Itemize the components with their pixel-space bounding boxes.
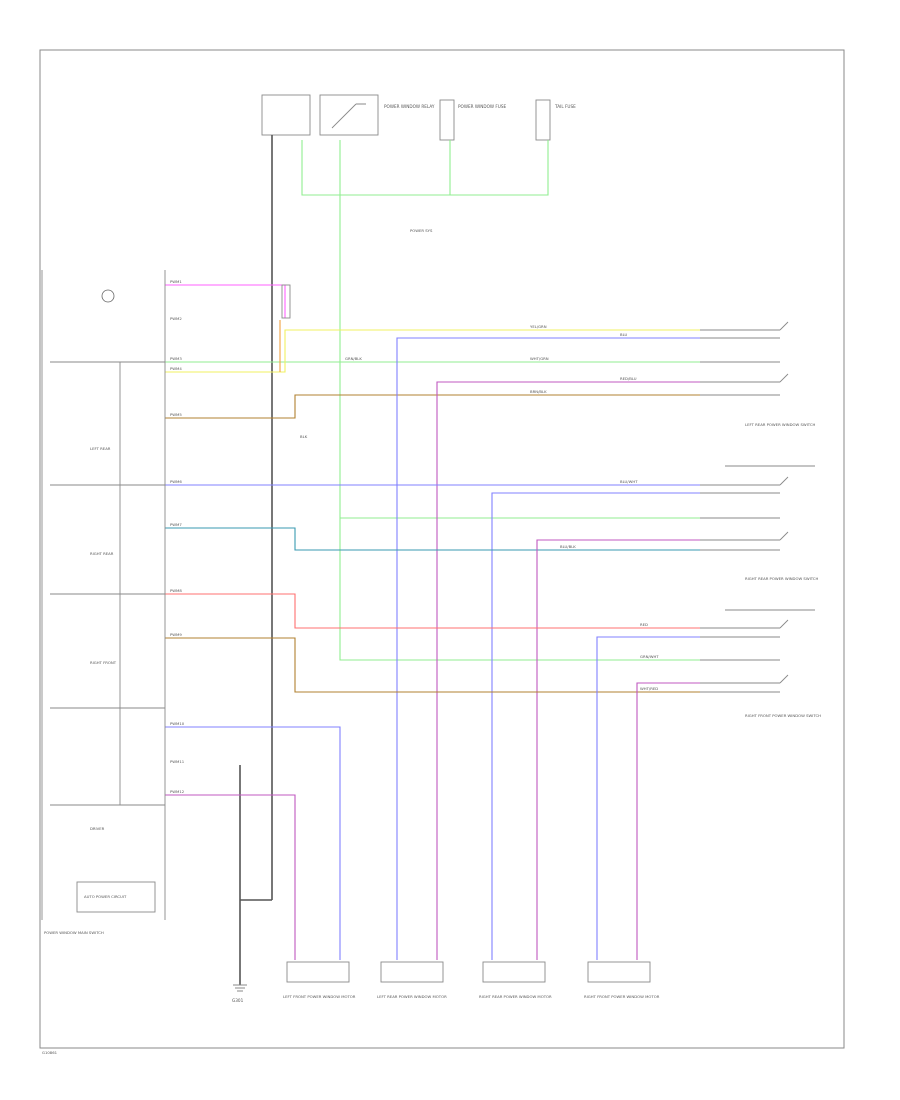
- wire-label: BRN/BLK: [530, 389, 547, 394]
- motor-box-rr[interactable]: [482, 961, 546, 983]
- relay-box[interactable]: [319, 94, 379, 136]
- sw-name-rr: RIGHT REAR: [90, 551, 114, 556]
- motor-lr-label: LEFT REAR POWER WINDOW MOTOR: [377, 994, 447, 999]
- sub-switch-rr[interactable]: [700, 476, 789, 551]
- wire-label: WHT/GRN: [530, 356, 549, 361]
- fuse-block-a[interactable]: [439, 99, 455, 141]
- brown-lr: [165, 394, 700, 419]
- sub-switch-lr[interactable]: [700, 321, 789, 396]
- green-feed: [301, 140, 700, 661]
- sw-pin-label: PWM6: [170, 479, 182, 484]
- wire-label: RED: [640, 622, 648, 627]
- switch-block-label: POWER WINDOW MAIN SWITCH: [44, 930, 104, 935]
- teal-rr: [165, 527, 700, 551]
- auto-module-box[interactable]: [76, 881, 156, 913]
- sw-pin-label: PWM12: [170, 789, 185, 794]
- sw-pin-label: PWM10: [170, 721, 185, 726]
- sub-rr-label: RIGHT REAR POWER WINDOW SWITCH: [745, 576, 818, 581]
- sw-pin-label: PWM8: [170, 588, 182, 593]
- sw-name-rf: RIGHT FRONT: [90, 660, 117, 665]
- motor-rr-label: RIGHT REAR POWER WINDOW MOTOR: [479, 994, 552, 999]
- auto-module-label: AUTO POWER CIRCUIT: [84, 894, 127, 899]
- motor-box-rf[interactable]: [587, 961, 651, 983]
- sub-rf-label: RIGHT FRONT POWER WINDOW SWITCH: [745, 713, 821, 718]
- blue-lr: [396, 337, 700, 960]
- splice-box: [281, 284, 291, 319]
- wire-label: GRN/WHT: [640, 654, 659, 659]
- relay-contact: [331, 103, 366, 129]
- sw-pin-label: PWM11: [170, 759, 185, 764]
- violet-lf: [165, 794, 296, 960]
- wire-label: BLK: [300, 434, 308, 439]
- wire-label: BLU/WHT: [620, 479, 638, 484]
- fuse-block-b[interactable]: [535, 99, 551, 141]
- sw-pin-label: PWM7: [170, 522, 182, 527]
- violet-rr: [536, 539, 700, 960]
- sw-pin-label: PWM2: [170, 316, 182, 321]
- corner-id: G10861: [42, 1050, 58, 1055]
- diagram-frame: [39, 49, 845, 1049]
- wire-label: BLU: [620, 332, 628, 337]
- brown-rf: [165, 637, 700, 693]
- fuse-a-label: POWER WINDOW FUSE: [458, 104, 506, 109]
- blue-rf: [596, 636, 700, 960]
- motor-box-lr[interactable]: [380, 961, 444, 983]
- sub-lr-label: LEFT REAR POWER WINDOW SWITCH: [745, 422, 816, 427]
- sw-pin-label: PWM5: [170, 412, 182, 417]
- violet-rf: [636, 682, 700, 960]
- blue-rr: [165, 484, 700, 960]
- blue-lf: [165, 726, 341, 960]
- red-rf: [165, 593, 700, 629]
- yellow-wire: [165, 329, 700, 373]
- violet-lr: [436, 381, 700, 960]
- sw-pin-label: PWM4: [170, 366, 182, 371]
- power-sys-label: POWER SYS: [410, 228, 433, 233]
- sw-pin-label: PWM3: [170, 356, 182, 361]
- sw-name-lr: LEFT REAR: [90, 446, 111, 451]
- fuse-box[interactable]: [261, 94, 311, 136]
- relay-label: POWER WINDOW RELAY: [384, 104, 435, 109]
- wire-label: BLU/BLK: [560, 544, 576, 549]
- pink-wire: [165, 284, 286, 318]
- fuse-b-label: TAIL FUSE: [554, 104, 576, 109]
- motor-lf-label: LEFT FRONT POWER WINDOW MOTOR: [283, 994, 356, 999]
- wire-label: GRN/BLK: [345, 356, 362, 361]
- motor-rf-label: RIGHT FRONT POWER WINDOW MOTOR: [584, 994, 660, 999]
- ground-icon: [233, 984, 247, 992]
- sw-pin-label: PWM1: [170, 279, 182, 284]
- wire-label: YEL/GRN: [530, 324, 547, 329]
- ground-label: G301: [232, 998, 244, 1003]
- sw-pin-label: PWM9: [170, 632, 182, 637]
- motor-box-lf[interactable]: [286, 961, 350, 983]
- sub-switch-rf[interactable]: [700, 619, 789, 693]
- lamp-icon: [101, 289, 115, 303]
- wire-label: RED/BLU: [620, 376, 637, 381]
- sw-name-dr: DRIVER: [90, 826, 105, 831]
- wire-label: WHT/RED: [640, 686, 658, 691]
